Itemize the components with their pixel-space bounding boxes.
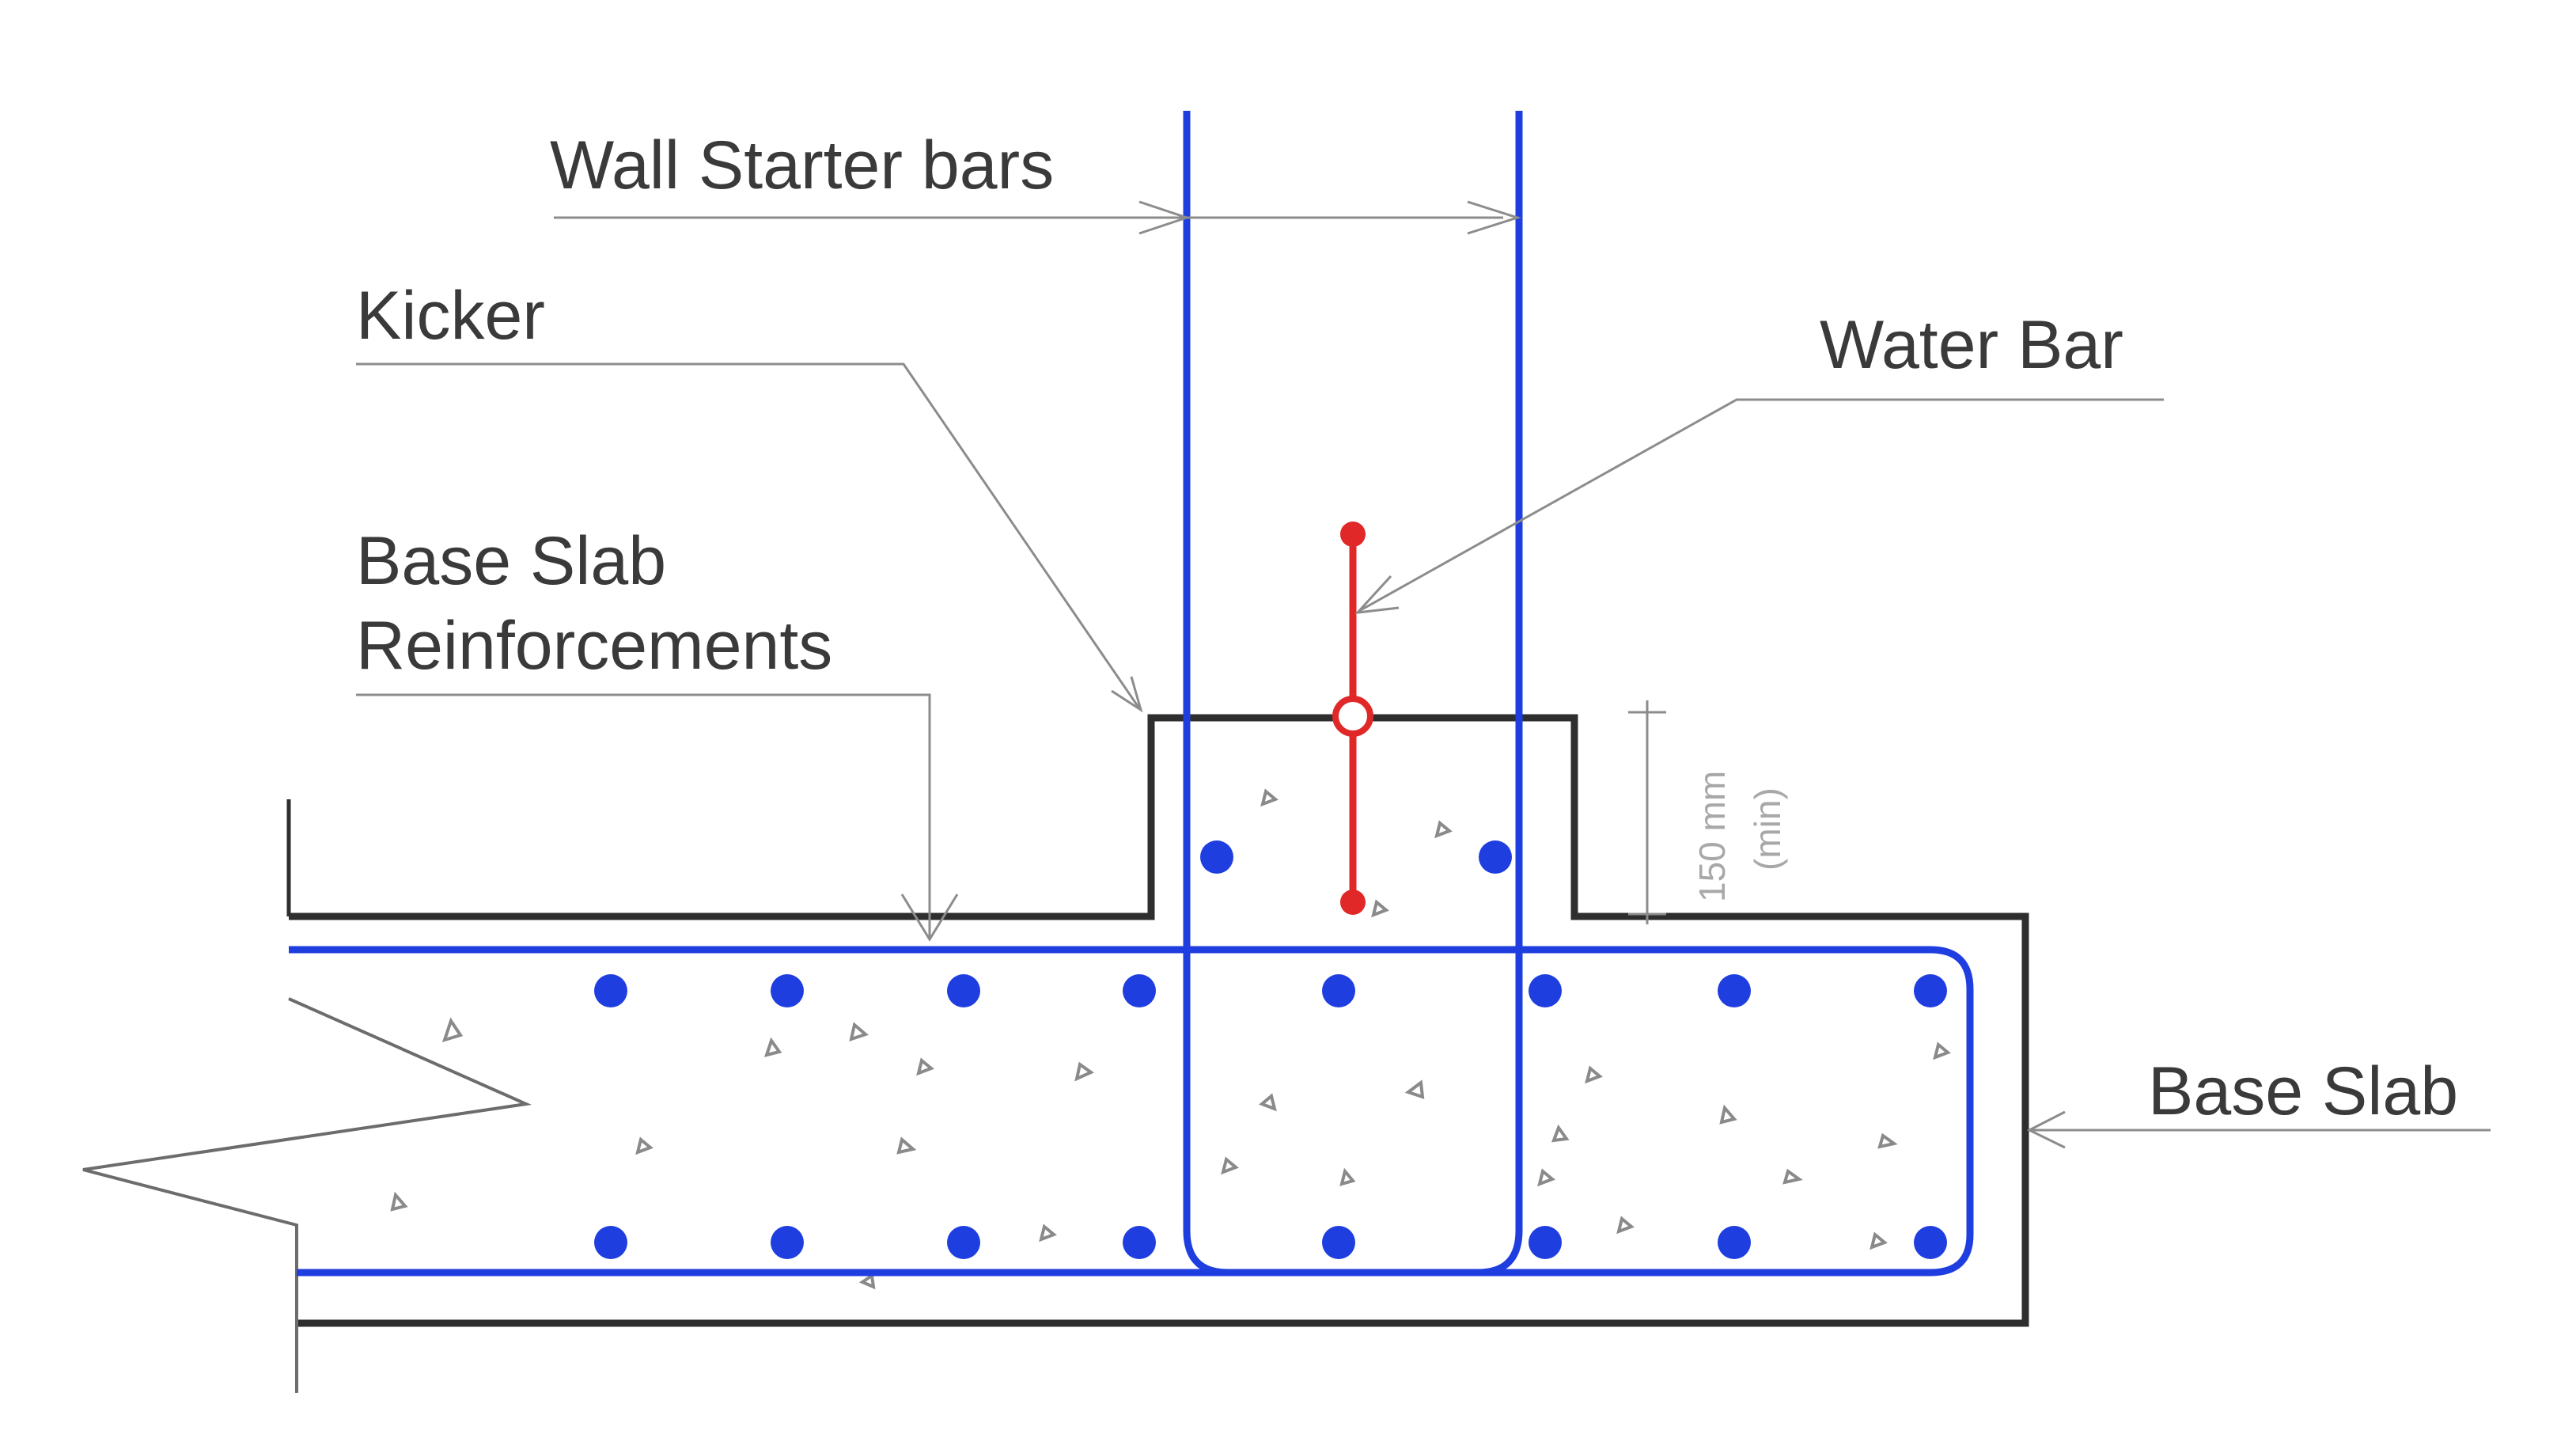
kicker-height-note: (min) xyxy=(1747,787,1788,871)
rebar-dot xyxy=(771,974,804,1007)
rebar-dot xyxy=(947,1226,980,1259)
rebar-dot xyxy=(1914,1226,1947,1259)
slab-break-line xyxy=(82,997,532,1393)
slab-reinforcement xyxy=(289,946,1974,1277)
slab-rebar-loop xyxy=(289,946,1974,1277)
water-bar xyxy=(1332,522,1373,915)
rebar-dot xyxy=(771,1226,804,1259)
water-bar-end-dot xyxy=(1340,522,1366,547)
rebar-dot xyxy=(1718,1226,1751,1259)
starter-bar-u xyxy=(1183,111,1523,1277)
leader-base-slab-reinforcements xyxy=(356,693,931,938)
kicker-rebar-dot xyxy=(1479,840,1512,874)
label-wall-starter-bars: Wall Starter bars xyxy=(550,127,1054,203)
slab-and-kicker-outline xyxy=(289,714,2029,1327)
leader-lines xyxy=(356,200,2491,1149)
rebar-dot xyxy=(1718,974,1751,1007)
rebar-dot xyxy=(1322,1226,1355,1259)
rebar-dot xyxy=(1529,974,1562,1007)
labels: Wall Starter bars Kicker Base Slab Reinf… xyxy=(356,127,2458,1129)
rebar-dot xyxy=(594,1226,627,1259)
leader-water-bar xyxy=(1358,398,2164,613)
rebar-dot xyxy=(594,974,627,1007)
rebar-dot xyxy=(947,974,980,1007)
water-bar-end-dot xyxy=(1340,890,1366,915)
water-bar-joint-ring xyxy=(1332,696,1373,737)
wall-starter-bars xyxy=(1183,111,1523,1277)
leader-kicker xyxy=(356,362,1141,709)
concrete-outline xyxy=(82,714,2029,1393)
label-base-slab-reinforcements-line1: Base Slab xyxy=(356,523,666,599)
rebar-dot xyxy=(1123,974,1156,1007)
kicker-height-value: 150 mm xyxy=(1691,771,1733,902)
kicker-rebar-dot xyxy=(1200,840,1233,874)
rebar-dot xyxy=(1322,974,1355,1007)
label-kicker: Kicker xyxy=(356,278,545,354)
label-water-bar: Water Bar xyxy=(1820,307,2123,383)
rebar-dot xyxy=(1529,1226,1562,1259)
label-base-slab-reinforcements-line2: Reinforcements xyxy=(356,608,832,684)
kicker-height-dimension: 150 mm (min) xyxy=(1628,700,1788,924)
rebar-dot xyxy=(1914,974,1947,1007)
label-base-slab: Base Slab xyxy=(2148,1053,2458,1129)
concrete-aggregate xyxy=(390,788,1951,1290)
rebar-dot xyxy=(1123,1226,1156,1259)
